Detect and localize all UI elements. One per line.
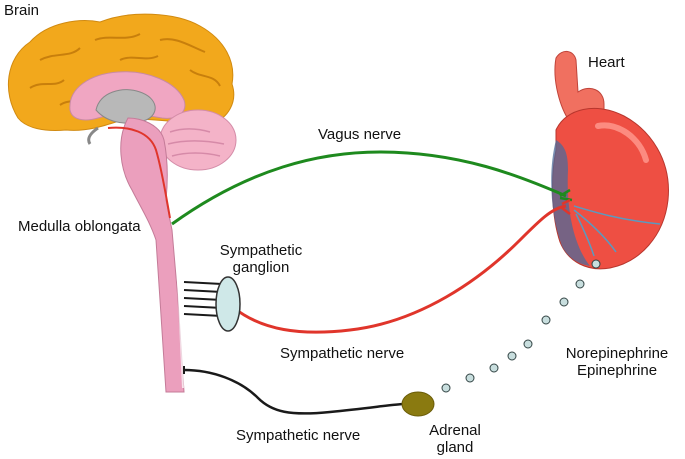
- spinal-cord-line: [174, 224, 184, 389]
- vagus-nerve-path: [171, 150, 567, 226]
- adrenal-gland-label: Adrenal gland: [420, 422, 490, 456]
- sympathetic-ganglion-label-line2: ganglion: [232, 259, 290, 276]
- vagus-nerve-end: [559, 188, 573, 202]
- sympathetic-ganglion-label: Sympathetic ganglion: [216, 242, 306, 276]
- sympathetic-nerve-upper-label: Sympathetic nerve: [280, 345, 405, 362]
- heart-label: Heart: [588, 54, 625, 71]
- sympathetic-ganglion-label-line1: Sympathetic: [219, 242, 303, 259]
- brain-fold-lines: [29, 33, 221, 106]
- heart-highlight: [595, 122, 649, 163]
- adrenal-gland-label-line1: Adrenal: [429, 422, 481, 439]
- hormone-dot: [575, 279, 585, 289]
- epinephrine-label: Epinephrine: [576, 362, 658, 379]
- cerebellum-folds: [167, 128, 225, 157]
- adrenal-gland-label-line2: gland: [436, 439, 474, 456]
- brainstem-shape: [120, 117, 185, 393]
- adrenal-gland-shape: [401, 391, 435, 417]
- hormone-dot: [465, 373, 475, 383]
- hormone-dot: [441, 383, 451, 393]
- sympathetic-nerve-lower-path: [183, 368, 405, 415]
- norepinephrine-label: Norepinephrine: [565, 345, 669, 362]
- brainstem-red-track: [107, 126, 171, 219]
- hormone-dot: [489, 363, 499, 373]
- hormone-dot: [541, 315, 551, 325]
- hormone-dot: [559, 297, 569, 307]
- sympathetic-nerve-lower-label: Sympathetic nerve: [236, 427, 361, 444]
- heart-blue-vessels: [573, 205, 661, 257]
- vagus-nerve-label: Vagus nerve: [318, 126, 402, 143]
- sympathetic-ganglion-shape: [215, 276, 241, 332]
- brain-label: Brain: [4, 2, 40, 19]
- hormones-label: Norepinephrine Epinephrine: [558, 345, 676, 379]
- sympathetic-nerve-end: [561, 198, 571, 215]
- hormone-dot: [591, 259, 601, 269]
- medulla-oblongata-label: Medulla oblongata: [18, 218, 141, 235]
- hormone-dot: [523, 339, 533, 349]
- heart-left-side: [551, 140, 590, 266]
- sympathetic-nerve-upper-path: [233, 204, 567, 334]
- preganglionic-fibers: [183, 281, 223, 317]
- hormone-dot: [507, 351, 517, 361]
- pituitary-shape: [87, 126, 99, 145]
- cerebellum-shape: [159, 109, 237, 171]
- thalamus-shape: [95, 89, 156, 124]
- hormone-dots: [441, 259, 601, 393]
